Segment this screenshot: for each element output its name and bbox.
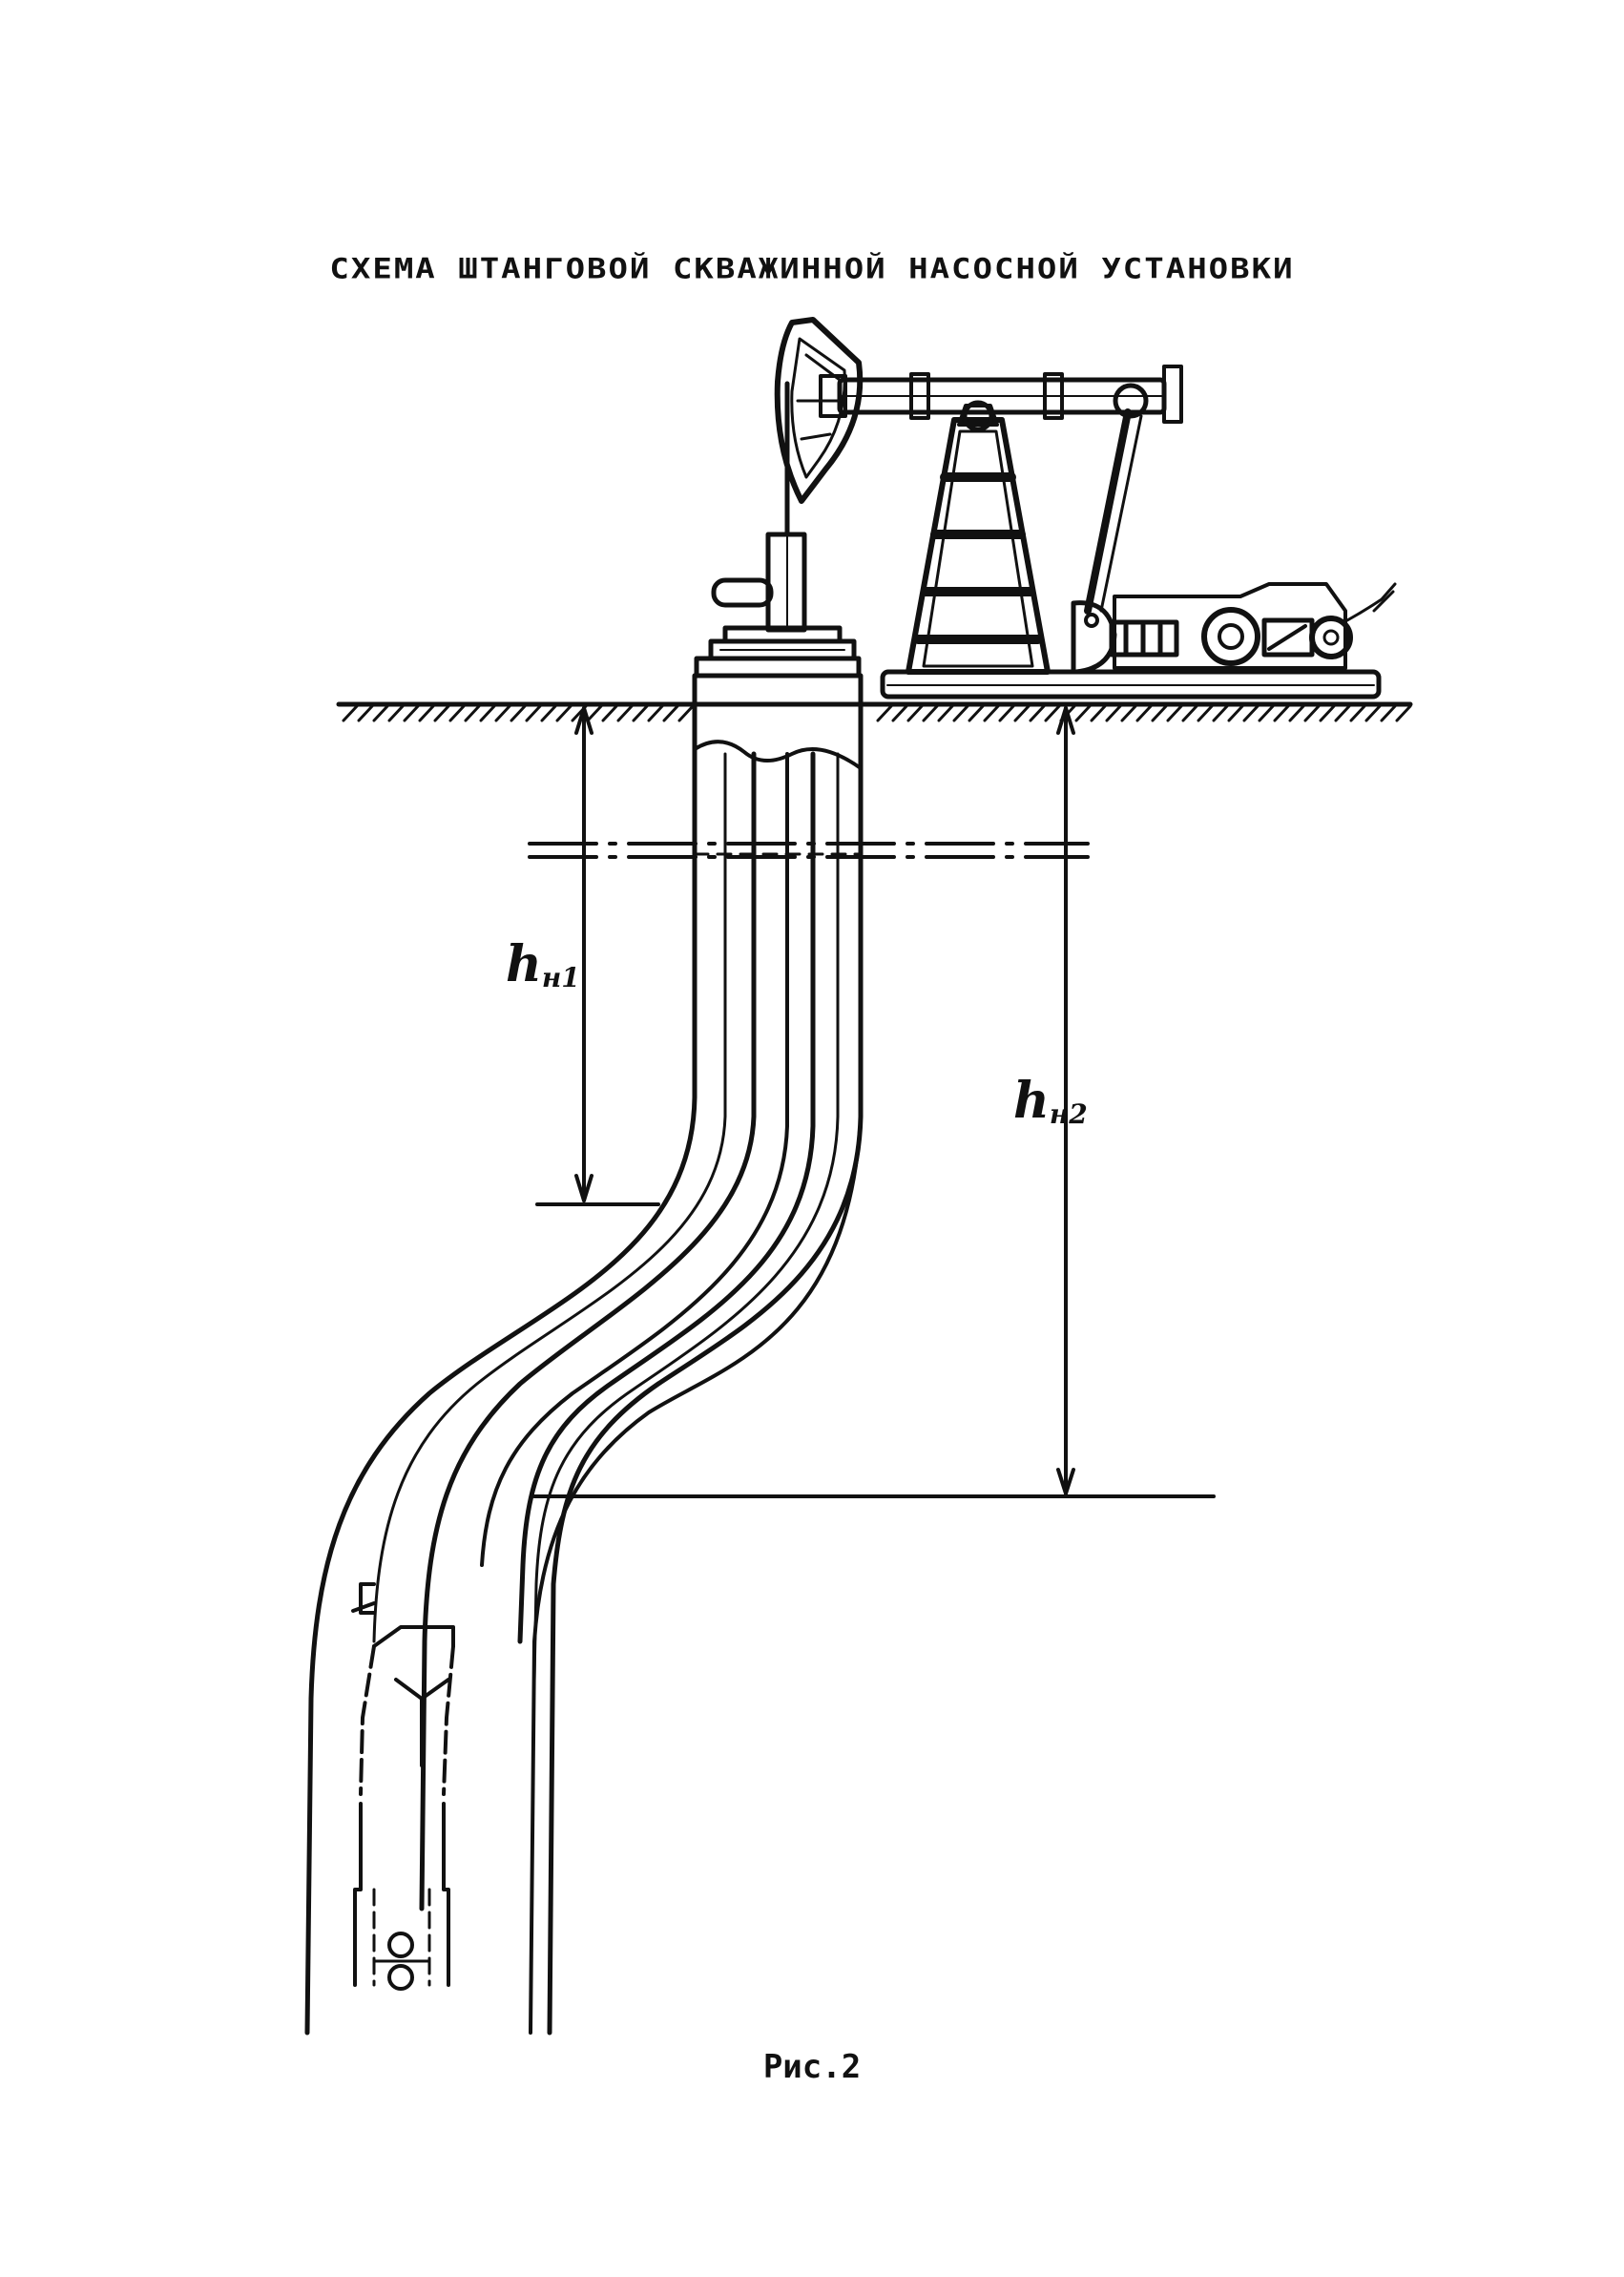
- hatch-stroke: [1395, 704, 1412, 722]
- hatch-stroke: [677, 704, 695, 722]
- hatch-stroke: [937, 704, 954, 722]
- hatch-stroke: [1349, 704, 1366, 722]
- hatch-stroke: [1044, 704, 1061, 722]
- hatch-stroke: [1273, 704, 1290, 722]
- gearbox: [1109, 619, 1179, 658]
- hatch-stroke: [601, 704, 618, 722]
- hatch-stroke: [998, 704, 1015, 722]
- hatch-stroke: [968, 704, 985, 722]
- hatch-stroke: [357, 704, 374, 722]
- tubing-left-wall: [419, 751, 757, 1911]
- casing-inner-wall: [532, 752, 840, 1682]
- hatch-stroke: [479, 704, 496, 722]
- ground-hatching: [342, 704, 1412, 722]
- hatch-stroke: [662, 704, 679, 722]
- hatch-stroke: [448, 704, 466, 722]
- samson-post: [906, 400, 1051, 675]
- hatch-stroke: [647, 704, 664, 722]
- wellbore: [304, 751, 864, 2036]
- hatch-stroke: [1227, 704, 1244, 722]
- ground-surface: [336, 701, 1413, 722]
- hatch-stroke: [1090, 704, 1107, 722]
- casing-left-wall: [304, 851, 697, 2036]
- hatch-stroke: [494, 704, 511, 722]
- pumping-unit: [774, 317, 1397, 700]
- hatch-stroke: [1258, 704, 1275, 722]
- hatch-stroke: [1181, 704, 1198, 722]
- hatch-stroke: [403, 704, 420, 722]
- hatch-stroke: [540, 704, 557, 722]
- sucker-rod: [480, 752, 789, 1567]
- hatch-stroke: [1303, 704, 1321, 722]
- hatch-stroke: [464, 704, 481, 722]
- hatch-stroke: [372, 704, 389, 722]
- hatch-stroke: [342, 704, 359, 722]
- hatch-stroke: [891, 704, 908, 722]
- hatch-stroke: [1319, 704, 1336, 722]
- dimension-label-h1: hн1: [506, 935, 580, 994]
- hatch-stroke: [1029, 704, 1046, 722]
- hatch-stroke: [1380, 704, 1397, 722]
- hatch-stroke: [1364, 704, 1382, 722]
- hatch-stroke: [1151, 704, 1168, 722]
- hatch-stroke: [1105, 704, 1122, 722]
- wellhead: [692, 532, 864, 707]
- unit-base: [880, 669, 1382, 700]
- hatch-stroke: [433, 704, 450, 722]
- figure-caption: Рис.2: [762, 2048, 862, 2086]
- hatch-stroke: [1334, 704, 1351, 722]
- hatch-stroke: [906, 704, 924, 722]
- hatch-stroke: [632, 704, 649, 722]
- hatch-stroke: [876, 704, 893, 722]
- hatch-stroke: [1013, 704, 1031, 722]
- figure-title: СХЕМА ШТАНГОВОЙ СКВАЖИННОЙ НАСОСНОЙ УСТА…: [329, 253, 1295, 285]
- motor-belt-drive: [1113, 582, 1397, 670]
- hatch-stroke: [922, 704, 939, 722]
- hatch-stroke: [952, 704, 969, 722]
- hatch-stroke: [983, 704, 1000, 722]
- hatch-stroke: [1242, 704, 1260, 722]
- pitman-arm: [1084, 408, 1143, 615]
- dimension-label-h2: hн2: [1013, 1072, 1088, 1131]
- hatch-stroke: [1074, 704, 1092, 722]
- hatch-stroke: [418, 704, 435, 722]
- hatch-stroke: [1166, 704, 1183, 722]
- hatch-stroke: [1212, 704, 1229, 722]
- hatch-stroke: [1120, 704, 1137, 722]
- hatch-stroke: [387, 704, 405, 722]
- crank-counterweight: [1071, 600, 1117, 675]
- hatch-stroke: [1197, 704, 1214, 722]
- hatch-stroke: [1135, 704, 1153, 722]
- hatch-stroke: [555, 704, 573, 722]
- hatch-stroke: [510, 704, 527, 722]
- hatch-stroke: [1288, 704, 1305, 722]
- hatch-stroke: [525, 704, 542, 722]
- annulus-line: [372, 752, 727, 1643]
- hatch-stroke: [586, 704, 603, 722]
- tubing-right-wall: [517, 751, 816, 1644]
- dimensions: [528, 706, 1216, 1498]
- downhole-pump: [351, 1582, 455, 1991]
- hatch-stroke: [616, 704, 634, 722]
- conductor-casing: [692, 701, 864, 857]
